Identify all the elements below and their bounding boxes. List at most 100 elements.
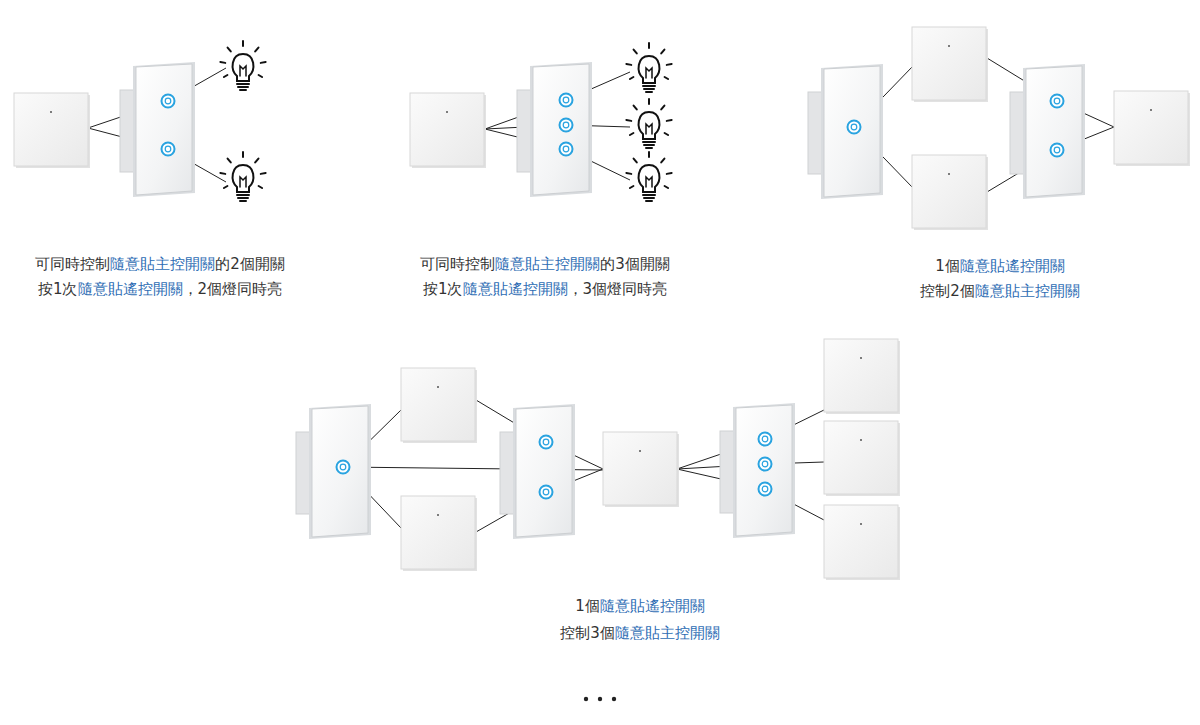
touch-ring: [759, 483, 772, 496]
touch-core: [543, 489, 549, 495]
touch-ring: [560, 119, 573, 132]
bulb-filament: [240, 177, 246, 187]
caption-line: 按1次隨意貼遙控開關，3個燈同時亮: [423, 280, 667, 298]
remote-dot: [446, 111, 448, 113]
remote-switch: [410, 93, 486, 168]
touch-ring: [540, 486, 553, 499]
remote-switch: [912, 155, 988, 230]
remote-switch: [824, 421, 900, 496]
touch-core: [1054, 147, 1060, 153]
touch-ring: [162, 95, 175, 108]
bulb-ray: [626, 63, 631, 66]
main-switch: [296, 404, 371, 539]
remote-switch: [824, 339, 900, 414]
touch-core: [851, 124, 857, 130]
remote-switch: [603, 432, 679, 507]
bulb-ray: [648, 152, 650, 157]
main-switch: [500, 404, 575, 539]
remote-dot: [860, 357, 862, 359]
remote-face: [912, 27, 986, 100]
bulb-glass: [233, 54, 254, 81]
bulb-icon: [626, 43, 671, 92]
caption-text: 的3個開關: [600, 255, 670, 273]
touch-ring: [560, 143, 573, 156]
ellipsis-dot: [612, 697, 616, 701]
main-switch: [720, 403, 795, 538]
remote-dot: [860, 439, 862, 441]
remote-dot: [860, 523, 862, 525]
caption-text: 1個: [575, 597, 600, 615]
remote-dot: [437, 386, 439, 388]
remote-switch: [912, 27, 988, 102]
remote-face: [410, 93, 484, 166]
bulb-ray: [261, 61, 266, 64]
bulb-ray: [648, 43, 650, 48]
bulb-ray: [630, 186, 633, 188]
product-name: 隨意貼主控開關: [615, 624, 720, 642]
touch-core: [165, 146, 171, 152]
bulb-ray: [261, 172, 266, 175]
bulb-ray: [665, 77, 668, 79]
bulb-ray: [224, 186, 227, 188]
bulb-filament: [646, 68, 652, 78]
bulb-filament: [646, 124, 652, 134]
product-name: 隨意貼主控開關: [495, 255, 600, 273]
caption-text: ，3個燈同時亮: [568, 280, 668, 298]
bulb-ray: [630, 133, 633, 135]
bulb-ray: [665, 133, 668, 135]
caption-text: 1個: [935, 257, 960, 275]
remote-face: [1114, 91, 1188, 164]
remote-dot: [948, 45, 950, 47]
switch-glass: [1026, 66, 1082, 197]
caption-text: 的2個開關: [215, 255, 285, 273]
caption-line: 按1次隨意貼遙控開關，2個燈同時亮: [38, 280, 282, 298]
remote-face: [603, 432, 677, 505]
caption-line: 可同時控制隨意貼主控開關的3個開關: [420, 255, 670, 273]
bulb-ray: [255, 159, 258, 163]
bulb-ray: [648, 99, 650, 104]
touch-core: [543, 439, 549, 445]
wire-group: [88, 58, 1114, 532]
touch-ring: [1051, 95, 1064, 108]
bulb-glass: [639, 112, 660, 139]
touch-core: [340, 464, 346, 470]
remote-dot: [1150, 109, 1152, 111]
switch-edge: [1023, 64, 1085, 199]
caption-line: 控制3個隨意貼主控開關: [560, 624, 720, 642]
remote-dot: [437, 514, 439, 516]
caption-line: 1個隨意貼遙控開關: [935, 257, 1065, 275]
device-group: [14, 27, 1190, 580]
bulb-icon: [220, 41, 265, 90]
bulb-ray: [224, 75, 227, 77]
remote-switch: [1114, 91, 1190, 166]
bulb-ray: [228, 48, 231, 52]
remote-face: [824, 421, 898, 494]
switch-edge: [133, 62, 195, 197]
bulb-glass: [233, 165, 254, 192]
bulb-ray: [634, 50, 637, 54]
remote-face: [401, 368, 475, 441]
remote-switch: [824, 505, 900, 580]
bulb-ray: [661, 50, 664, 54]
bulb-icon: [220, 152, 265, 201]
caption-line: 可同時控制隨意貼主控開關的2個開關: [35, 255, 285, 273]
touch-ring: [759, 458, 772, 471]
bulb-base: [643, 86, 655, 92]
main-switch: [1010, 64, 1085, 199]
product-name: 隨意貼遙控開關: [78, 280, 183, 298]
touch-ring: [162, 143, 175, 156]
caption-text: 控制2個: [920, 282, 975, 300]
bulb-ray: [228, 159, 231, 163]
switch-edge: [821, 64, 883, 199]
main-switch: [517, 62, 592, 197]
product-name: 隨意貼遙控開關: [960, 257, 1065, 275]
touch-core: [1054, 98, 1060, 104]
bulb-ray: [242, 152, 244, 157]
caption-text: 按1次: [423, 280, 463, 298]
caption-line: 控制2個隨意貼主控開關: [920, 282, 1080, 300]
remote-switch: [401, 368, 477, 443]
switch-glass: [824, 66, 880, 197]
bulb-base: [643, 142, 655, 148]
bulb-base: [237, 195, 249, 201]
